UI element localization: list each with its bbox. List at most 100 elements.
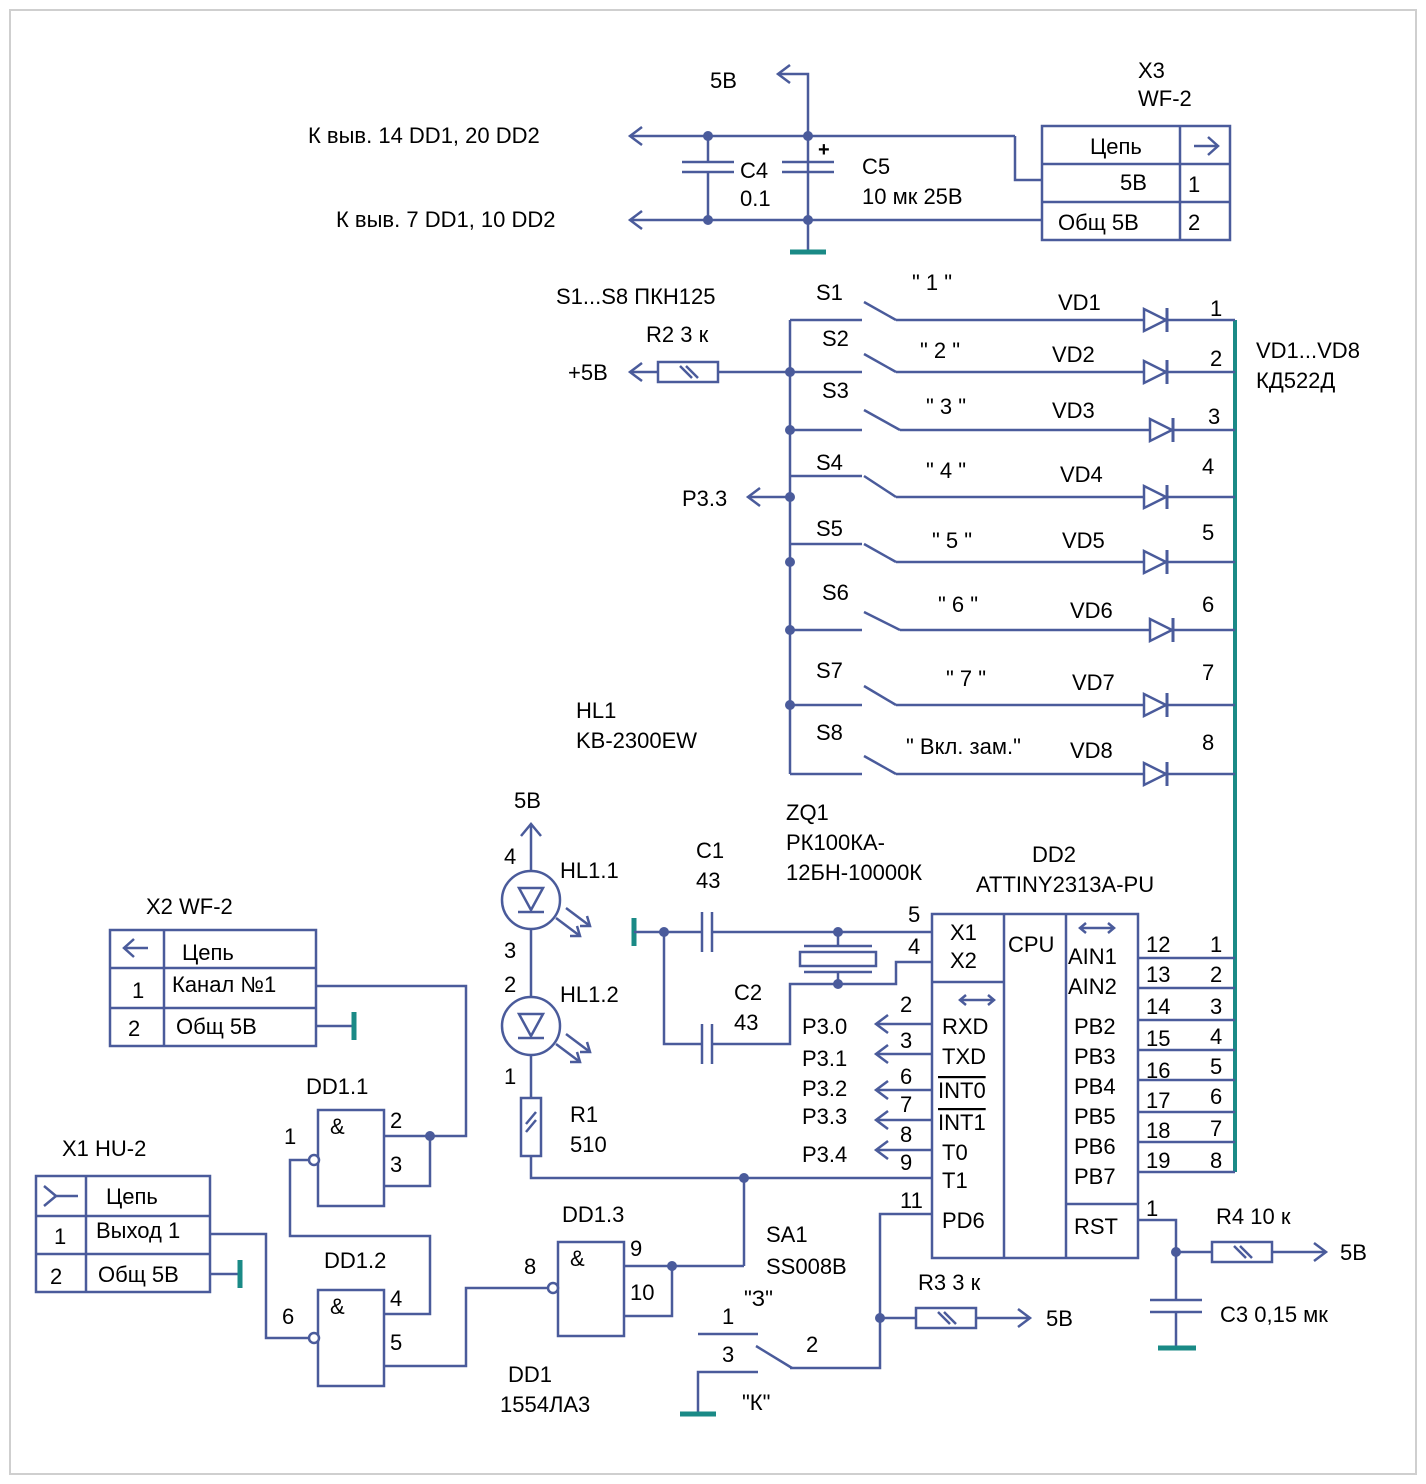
- diode-name: VD2: [1052, 342, 1095, 367]
- r2-resistor: [656, 360, 720, 384]
- port-label: P3.0: [802, 1014, 847, 1039]
- pin-name: X2: [950, 948, 977, 973]
- switch-name: S6: [822, 580, 849, 605]
- bus-pin: 3: [1210, 994, 1222, 1019]
- x1-row2-pin: 2: [50, 1264, 62, 1289]
- pin-number: 3: [900, 1028, 912, 1053]
- pin-number: 11: [900, 1188, 923, 1213]
- sa1-ref: SA1: [766, 1222, 808, 1247]
- plus5v-label: +5В: [568, 360, 608, 385]
- pin-name: RXD: [942, 1014, 988, 1039]
- pin-name: PB6: [1074, 1134, 1116, 1159]
- x2-row2-pin: 2: [128, 1016, 140, 1041]
- bus-pin: 1: [1210, 932, 1222, 957]
- r3-supply: 5В: [1046, 1306, 1073, 1331]
- pin-number: 16: [1146, 1058, 1170, 1083]
- pin-name: T1: [942, 1168, 968, 1193]
- x3-row2-net: Общ 5В: [1058, 210, 1139, 235]
- double-arrow-icon: [958, 994, 996, 1006]
- dd1-ref: DD1: [508, 1362, 552, 1387]
- hl1-ref: HL1: [576, 698, 616, 723]
- outer-border: [9, 9, 1417, 1475]
- pin-number: 15: [1146, 1026, 1170, 1051]
- r2-label: R2 3 к: [646, 322, 709, 347]
- hl1-type: KB-2300EW: [576, 728, 697, 753]
- switch-row: S2 " 2 " VD2 2: [790, 326, 1235, 386]
- bus-pin: 3: [1208, 404, 1220, 429]
- hl1-pin4: 4: [504, 844, 516, 869]
- sa1-pos-top: "З": [744, 1286, 773, 1311]
- gate-ref: DD1.1: [306, 1074, 368, 1099]
- x3-row1-pin: 1: [1188, 172, 1200, 197]
- rst-label: RST: [1074, 1214, 1118, 1239]
- pin-number: 9: [900, 1150, 912, 1175]
- switch-name: S7: [816, 658, 843, 683]
- bus-pin: 6: [1202, 592, 1214, 617]
- x1-row1-pin: 1: [54, 1224, 66, 1249]
- pin-name: T0: [942, 1140, 968, 1165]
- diode-name: VD6: [1070, 598, 1113, 623]
- x1-row2-net: Общ 5В: [98, 1262, 179, 1287]
- sa1-type: SS008B: [766, 1254, 847, 1279]
- diode-name: VD1: [1058, 290, 1101, 315]
- arrow-right-icon: [1207, 136, 1220, 156]
- and-symbol: &: [570, 1246, 585, 1271]
- r3-label: R3 3 к: [918, 1270, 981, 1295]
- gate-dd12: DD1.2 & 6 4 5: [282, 1248, 552, 1388]
- zq1-type2: 12БН-10000К: [786, 860, 922, 885]
- pin-number: 6: [900, 1064, 912, 1089]
- diode-name: VD5: [1062, 528, 1105, 553]
- gate-in-pin: 2: [390, 1108, 402, 1133]
- switch-name: S8: [816, 720, 843, 745]
- x2-header: Цепь: [182, 940, 234, 965]
- rst-pin-number: 1: [1146, 1196, 1158, 1221]
- dd2-type: ATTINY2313A-PU: [976, 872, 1154, 897]
- pin-name: INT1: [938, 1110, 986, 1135]
- port-label: P3.2: [802, 1076, 847, 1101]
- pin-number: 12: [1146, 932, 1170, 957]
- pin-number: 17: [1146, 1088, 1170, 1113]
- port-label: P3.1: [802, 1046, 847, 1071]
- double-arrow-icon: [1078, 922, 1116, 934]
- r4-resistor: [1210, 1240, 1274, 1264]
- switch-row: S7 " 7 " VD7 7: [790, 658, 1235, 719]
- switch-label: " Вкл. зам.": [906, 734, 1021, 759]
- sa1-pos-bottom: "К": [742, 1390, 770, 1415]
- switch-label: " 6 ": [938, 592, 978, 617]
- dd1-type: 1554ЛА3: [500, 1392, 590, 1417]
- switch-label: " 4 ": [926, 458, 966, 483]
- gate-dd13: DD1.3 & 8 9 10: [524, 1178, 746, 1338]
- switch-bank-title: S1...S8 ПКН125: [556, 284, 716, 309]
- hl12-label: HL1.2: [560, 982, 619, 1007]
- c1-name: C1: [696, 838, 724, 863]
- c4-value: 0.1: [740, 186, 771, 211]
- switch-label: " 7 ": [946, 666, 986, 691]
- p33-label: P3.3: [682, 486, 727, 511]
- port-label: P3.4: [802, 1142, 847, 1167]
- x3-type: WF-2: [1138, 86, 1192, 111]
- supply-5v-label: 5В: [710, 68, 737, 93]
- switch-label: " 2 ": [920, 338, 960, 363]
- zq1-type1: РК100КА-: [786, 830, 885, 855]
- pin-number: 13: [1146, 962, 1170, 987]
- bus-pin: 7: [1202, 660, 1214, 685]
- r3-resistor: [914, 1306, 978, 1330]
- bus-pin: 8: [1202, 730, 1214, 755]
- c1-value: 43: [696, 868, 720, 893]
- gate-out-pin: 8: [524, 1254, 536, 1279]
- x2-row1-pin: 1: [132, 978, 144, 1003]
- bus-pin: 2: [1210, 962, 1222, 987]
- arrow-up-icon: [520, 822, 542, 837]
- switch-name: S3: [822, 378, 849, 403]
- x3-header: Цепь: [1090, 134, 1142, 159]
- switch-row: S8 " Вкл. зам." VD8 8: [816, 720, 1235, 788]
- gate-in-pin: 9: [630, 1236, 642, 1261]
- pin-number: 5: [908, 902, 920, 927]
- hl1-pin3: 3: [504, 938, 516, 963]
- bus-pin: 5: [1210, 1054, 1222, 1079]
- x2-connector: X2 WF-2 Цепь 1 Канал №1 2 Общ 5В: [108, 894, 468, 1138]
- x1-row1-net: Выход 1: [96, 1218, 180, 1243]
- dd2-ref: DD2: [1032, 842, 1076, 867]
- x2-ref: X2 WF-2: [146, 894, 233, 919]
